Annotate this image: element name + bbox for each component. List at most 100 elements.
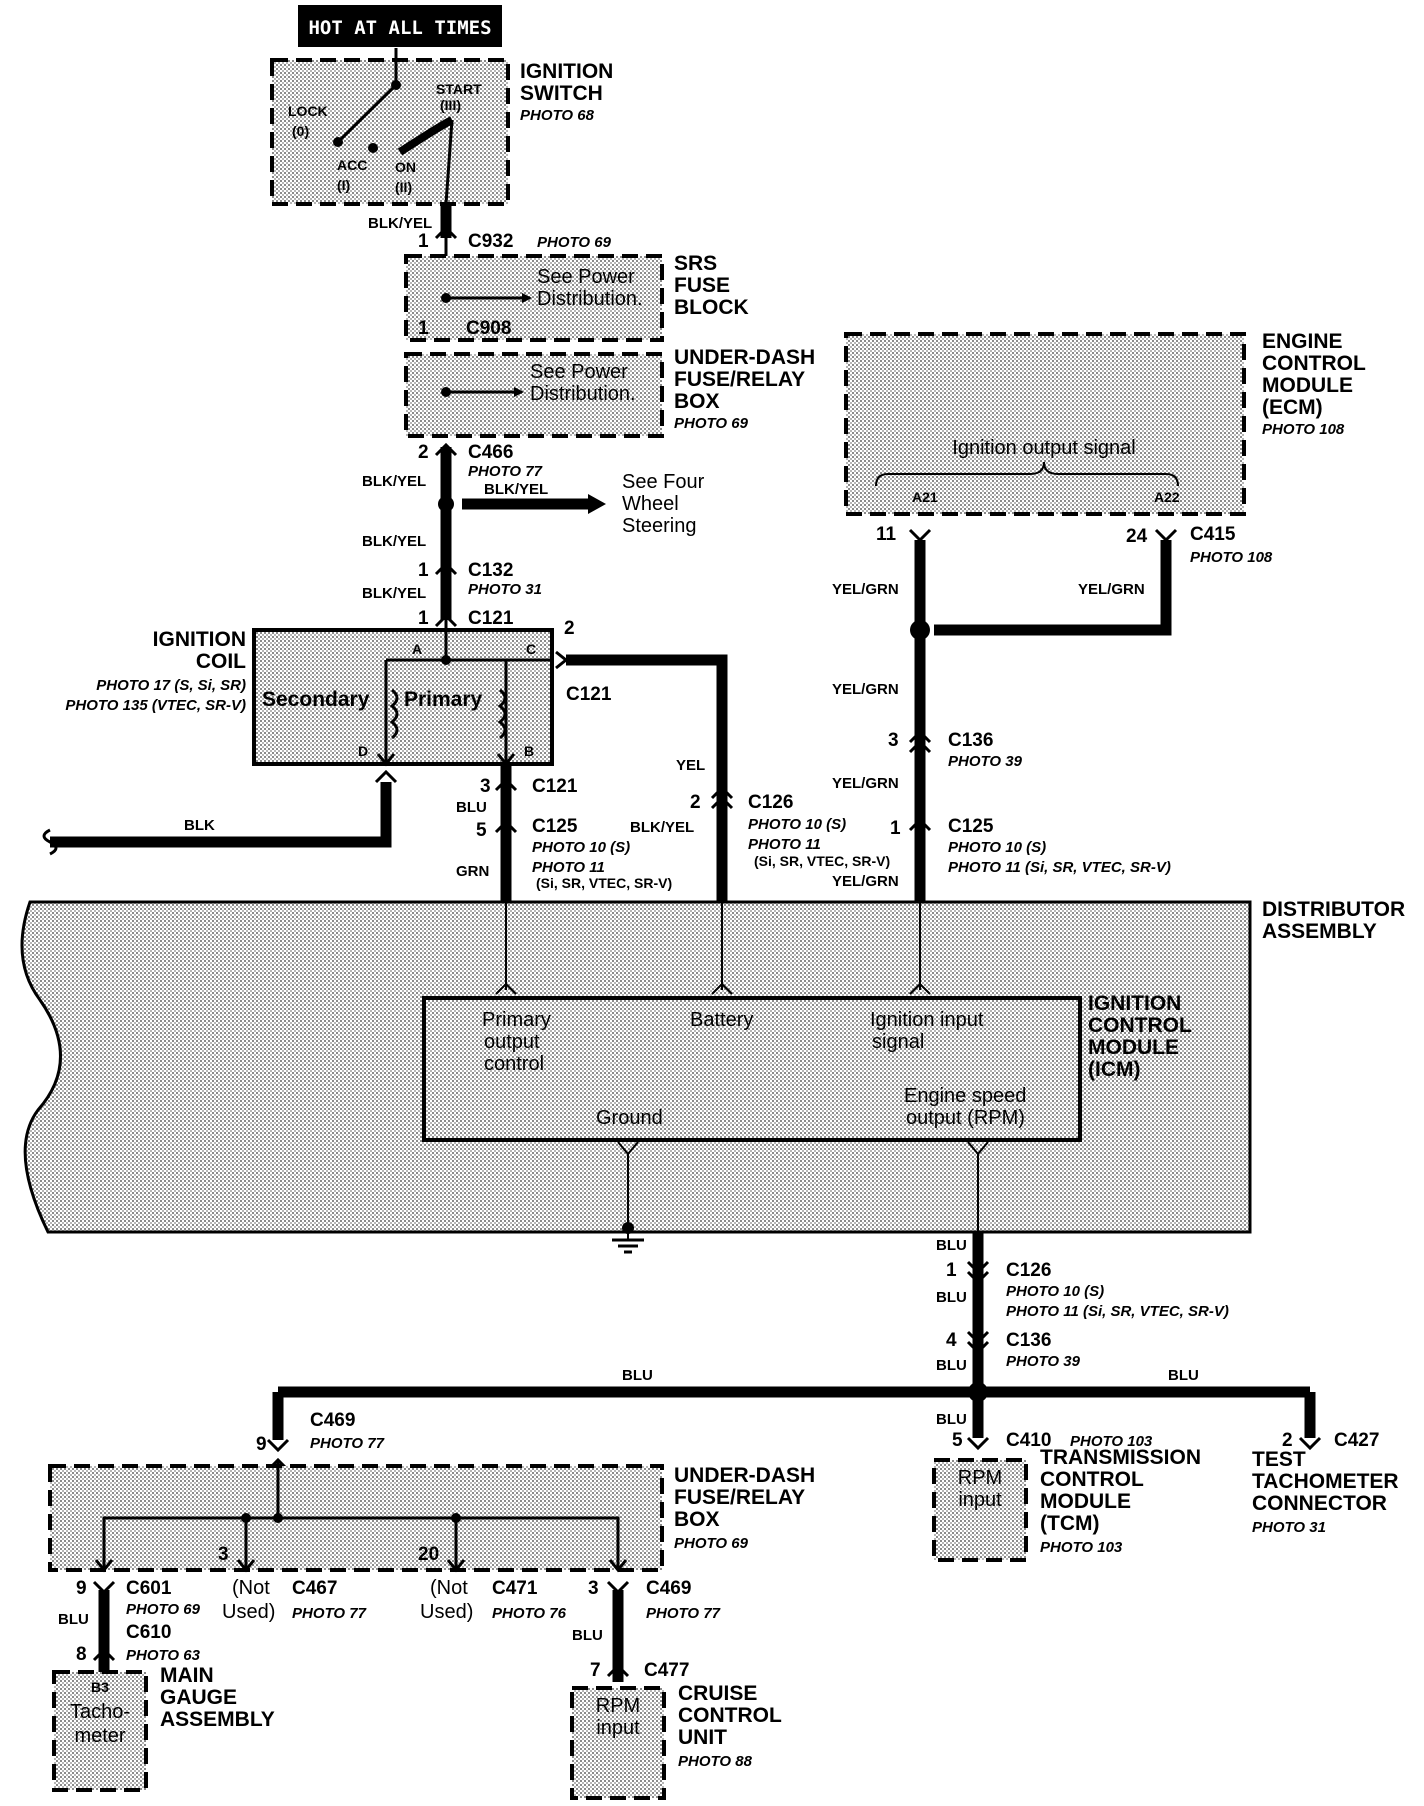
c126-top-photo-lines-1-text: PHOTO 11 [748,836,821,853]
c126-top-photo-lines-2-text: (Si, SR, VTEC, SR-V) [754,853,890,869]
engine-control-module: Ignition output signal A21 A22 [844,332,1246,516]
ignition-switch-positions-acc-text: ACC [337,157,367,173]
cruise-inner-lines-1-text: input [596,1717,640,1739]
c125-right-name-text: C125 [948,816,994,837]
underdash-top-title-lines-2-text: BOX [674,390,720,413]
icm-title: IGNITION [1088,992,1181,1015]
c477-name-text: C477 [644,1660,689,1681]
underdash-top-title: UNDER-DASH [674,346,815,369]
c136-top-name-text: C136 [948,730,993,751]
c126-top-wire-below-text: BLK/YEL [630,819,694,836]
ecm-photo-text: PHOTO 108 [1262,421,1345,438]
c126-bottom-wire-below-text: BLU [936,1289,967,1306]
ignition-coil-photo-lines-0-text: PHOTO 17 (S, Si, SR) [96,677,246,694]
c466-pin-text: 2 [418,442,429,463]
ecm-a21-text: A21 [912,489,938,505]
tcm-conn-text: C410 [1006,1430,1051,1451]
c126-bottom-name-text: C126 [1006,1260,1051,1281]
c132-wire-below-text: BLK/YEL [362,585,426,602]
c125-right-wire-below-text: YEL/GRN [832,873,899,890]
transmission-control-module: RPM input [932,1458,1028,1562]
cruise-title-lines-1-text: CONTROL [678,1704,782,1727]
tcm-inner-lines-1-text: input [958,1489,1002,1511]
ignition-coil-title: IGNITION [153,628,246,651]
underdash-bottom-title-lines-1-text: FUSE/RELAY [674,1486,805,1509]
c125-left-name-text: C125 [532,816,578,837]
icm-title-lines-2-text: MODULE [1088,1036,1179,1059]
cruise-title-lines-2-text: UNIT [678,1726,727,1749]
ignition-coil-c121-right-pin-text: 2 [564,618,575,639]
main-gauge-inner-lines-0-text: B3 [91,1679,109,1695]
cruise-inner-lines-0-text: RPM [596,1695,640,1717]
test-tach-title: TEST [1252,1448,1306,1471]
ecm-title-lines-3-text: (ECM) [1262,396,1323,419]
ignition-coil-primary-text: Primary [404,688,483,711]
icm-ignition-input-0-text: Ignition input [870,1009,984,1031]
srs-title-lines-1-text: FUSE [674,274,730,297]
c125-right-photo-lines-1-text: PHOTO 11 (Si, SR, VTEC, SR-V) [948,859,1171,876]
c132-photo-text: PHOTO 31 [468,581,542,598]
ignition-coil: A C D B Secondary Primary [252,620,554,767]
c601-name-text: C601 [126,1578,172,1599]
tcm-title-lines-2-text: MODULE [1040,1490,1131,1513]
c415-wire-right-text: YEL/GRN [1078,581,1145,598]
underdash-bottom-title: UNDER-DASH [674,1464,815,1487]
ignition-switch-positions-start-num-text: (III) [440,97,461,113]
c125-right-pin-text: 1 [890,818,901,839]
icm-title-lines-1-text: CONTROL [1088,1014,1192,1037]
c469-bottom-pin-text: 3 [588,1578,599,1599]
c126-bottom-photo-lines-1-text: PHOTO 11 (Si, SR, VTEC, SR-V) [1006,1303,1229,1320]
c132-wire-above-text: BLK/YEL [362,533,426,550]
c466-photo-text: PHOTO 77 [468,463,543,480]
c477-pin-text: 7 [590,1660,601,1681]
c132-pin-text: 1 [418,560,429,581]
main-gauge-title: MAIN [160,1664,214,1687]
ecm-title-lines-2-text: MODULE [1262,374,1353,397]
four-wheel-note-lines-1-text: Wheel [622,493,679,515]
srs-pin-text: 1 [418,318,429,339]
c126-top-pin-text: 2 [690,792,701,813]
main-gauge-assembly: B3 Tacho- meter [52,1670,148,1792]
cruise-control-unit: RPM input [570,1686,666,1800]
tcm-wire-text: BLU [936,1411,967,1428]
c601-wire-text: BLU [58,1611,89,1628]
c932-name-text: C932 [468,231,513,252]
cruise-title: CRUISE [678,1682,757,1705]
ignition-coil-secondary-text: Secondary [262,688,370,711]
ecm-signal-text: Ignition output signal [952,437,1135,459]
ignition-coil-c121-top-text: C121 [468,608,514,629]
c467-name-text: C467 [292,1578,337,1599]
tcm-title: TRANSMISSION [1040,1446,1201,1469]
underdash-fuse-box-bottom: 3 20 [48,1460,664,1573]
c469-bottom-wire-text: BLU [572,1627,603,1644]
tcm-title-lines-3-text: (TCM) [1040,1512,1099,1535]
ecm-title-lines-1-text: CONTROL [1262,352,1366,375]
c415-pin-right-text: 24 [1126,526,1148,547]
c415-name-text: C415 [1190,524,1236,545]
hot-at-all-times-label: HOT AT ALL TIMES [308,17,491,39]
test-tach-title-lines-1-text: TACHOMETER [1252,1470,1399,1493]
ignition-switch-photo: PHOTO 68 [520,107,595,124]
c469-top-name-text: C469 [310,1410,355,1431]
c136-bottom-pin-text: 4 [946,1330,957,1351]
c132-name-text: C132 [468,560,513,581]
icm-title-lines-3-text: (ICM) [1088,1058,1140,1081]
c610-pin-text: 8 [76,1644,87,1665]
c601-pin-text: 9 [76,1578,87,1599]
underdash-bottom-title-lines-2-text: BOX [674,1508,720,1531]
ignition-switch-positions-acc-num-text: (I) [337,177,350,193]
icm-engine-speed-0-text: Engine speed [904,1085,1026,1107]
c932-pin-text: 1 [418,231,429,252]
four-wheel-note-lines-2-text: Steering [622,515,697,537]
underdash-fuse-box-top: See Power Distribution. [404,352,664,438]
c415-photo-text: PHOTO 108 [1190,549,1273,566]
c126-bottom-photo-lines-0-text: PHOTO 10 (S) [1006,1283,1104,1300]
tcm-inner-lines-0-text: RPM [958,1467,1002,1489]
c467-photo-text: PHOTO 77 [292,1605,367,1622]
c466-wire-text: BLK/YEL [362,473,426,490]
c125-left-pin-text: 5 [476,820,487,841]
ignition-coil-terminals-c-text: C [526,641,536,657]
distributor-title: DISTRIBUTOR [1262,898,1405,921]
c136-bottom-photo-text: PHOTO 39 [1006,1353,1081,1370]
ecm-a22-text: A22 [1154,489,1180,505]
